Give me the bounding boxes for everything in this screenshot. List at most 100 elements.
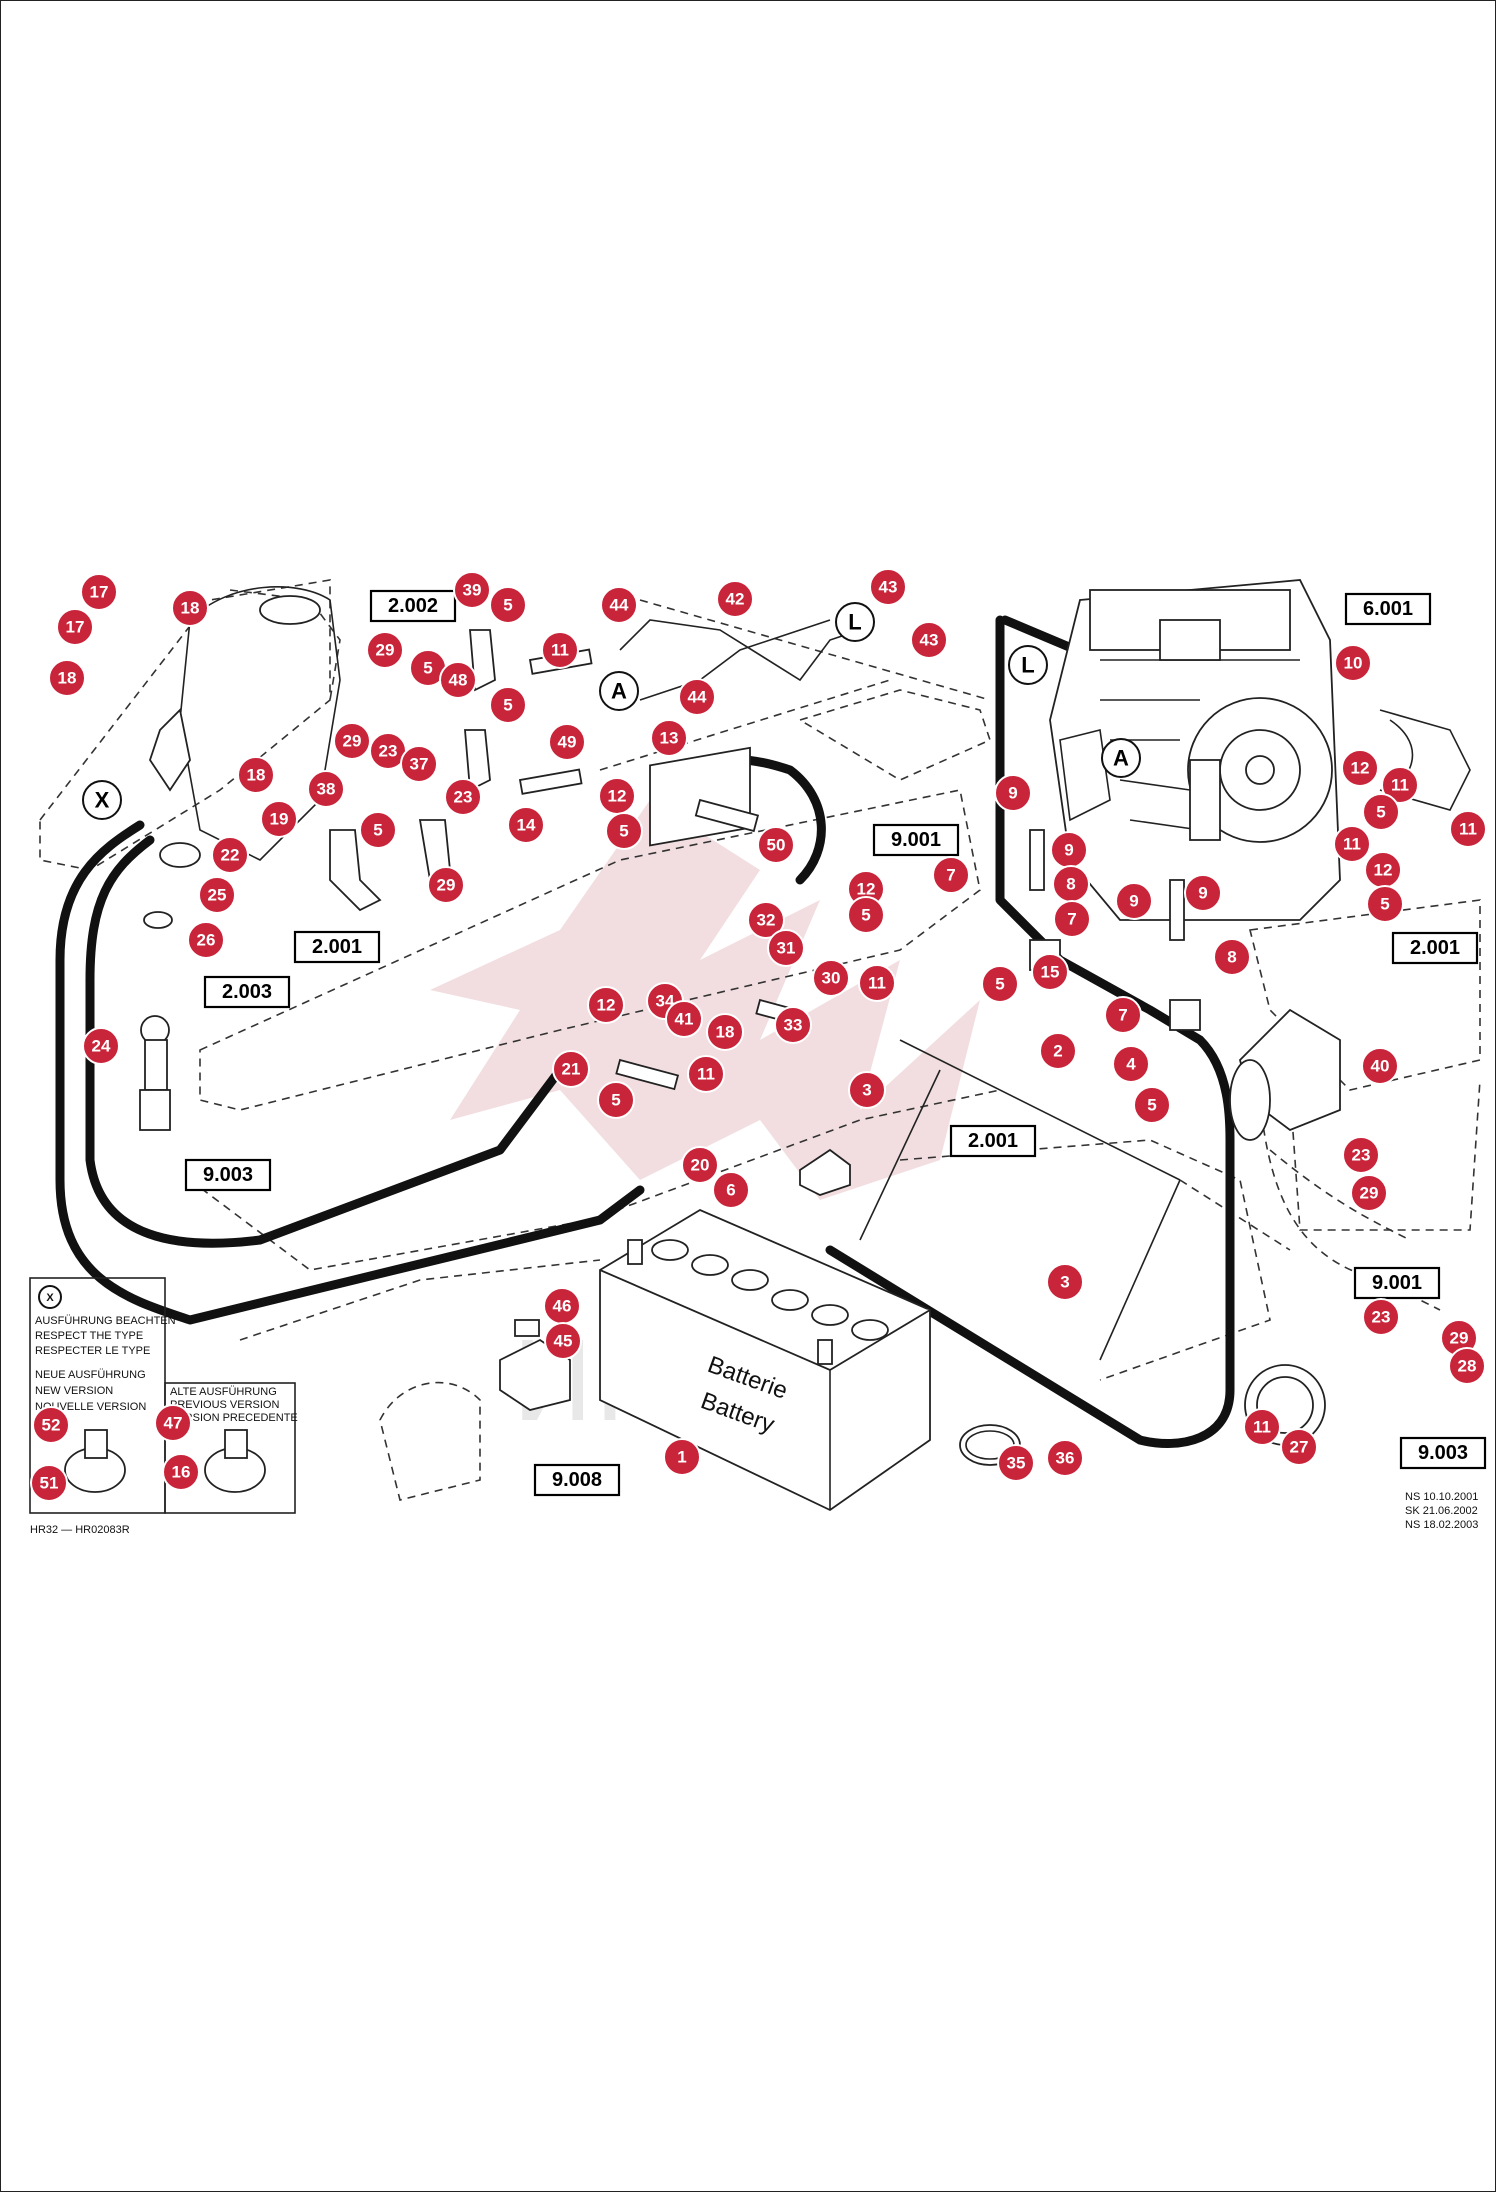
part-callout-circle[interactable] [600, 586, 638, 624]
part-callout[interactable]: 9 [994, 774, 1032, 812]
part-callout-circle[interactable] [1362, 1298, 1400, 1336]
part-callout[interactable]: 1 [663, 1438, 701, 1476]
part-callout-circle[interactable] [32, 1406, 70, 1444]
part-callout-circle[interactable] [1449, 810, 1487, 848]
part-callout[interactable]: 22 [211, 836, 249, 874]
part-callout[interactable]: 42 [716, 580, 754, 618]
part-callout-circle[interactable] [757, 826, 795, 864]
part-callout-circle[interactable] [1115, 882, 1153, 920]
part-callout-circle[interactable] [1362, 793, 1400, 831]
part-callout-circle[interactable] [366, 631, 404, 669]
part-callout[interactable]: 23 [444, 778, 482, 816]
part-callout[interactable]: 12 [1341, 749, 1379, 787]
part-callout-circle[interactable] [1112, 1045, 1150, 1083]
part-callout[interactable]: 49 [548, 723, 586, 761]
part-callout[interactable]: 11 [687, 1055, 725, 1093]
part-callout[interactable]: 43 [869, 568, 907, 606]
part-callout[interactable]: 6 [712, 1171, 750, 1209]
part-callout-circle[interactable] [997, 1444, 1035, 1482]
part-callout-circle[interactable] [427, 866, 465, 904]
part-callout[interactable]: 8 [1052, 865, 1090, 903]
part-callout[interactable]: 5 [359, 811, 397, 849]
part-callout[interactable]: 23 [1342, 1136, 1380, 1174]
part-callout-circle[interactable] [307, 770, 345, 808]
part-callout-circle[interactable] [162, 1453, 200, 1491]
part-callout-circle[interactable] [597, 1081, 635, 1119]
part-callout[interactable]: 37 [400, 745, 438, 783]
part-callout[interactable]: 27 [1280, 1428, 1318, 1466]
part-callout[interactable]: 10 [1334, 644, 1372, 682]
part-callout-circle[interactable] [774, 1006, 812, 1044]
part-callout-circle[interactable] [605, 812, 643, 850]
part-callout[interactable]: 9 [1050, 831, 1088, 869]
part-callout-circle[interactable] [981, 965, 1019, 1003]
part-callout[interactable]: 11 [1449, 810, 1487, 848]
part-callout[interactable]: 5 [1133, 1086, 1171, 1124]
part-callout[interactable]: 43 [910, 621, 948, 659]
part-callout-circle[interactable] [650, 719, 688, 757]
part-callout[interactable]: 25 [198, 876, 236, 914]
part-callout[interactable]: 11 [1381, 766, 1419, 804]
part-callout[interactable]: 13 [650, 719, 688, 757]
part-callout-circle[interactable] [1381, 766, 1419, 804]
part-callout-circle[interactable] [489, 586, 527, 624]
part-callout[interactable]: 4 [1112, 1045, 1150, 1083]
part-callout[interactable]: 29 [1350, 1174, 1388, 1212]
part-callout[interactable]: 7 [1104, 996, 1142, 1034]
part-callout[interactable]: 5 [847, 896, 885, 934]
part-callout-circle[interactable] [812, 959, 850, 997]
part-callout-circle[interactable] [687, 1055, 725, 1093]
part-callout-circle[interactable] [541, 631, 579, 669]
part-callout[interactable]: 18 [48, 659, 86, 697]
part-callout-circle[interactable] [665, 1000, 703, 1038]
part-callout-circle[interactable] [552, 1050, 590, 1088]
part-callout[interactable]: 36 [1046, 1439, 1084, 1477]
part-callout[interactable]: 23 [1362, 1298, 1400, 1336]
part-callout-circle[interactable] [1350, 1174, 1388, 1212]
part-callout-circle[interactable] [171, 589, 209, 627]
part-callout-circle[interactable] [260, 800, 298, 838]
part-callout[interactable]: 5 [605, 812, 643, 850]
part-callout-circle[interactable] [187, 921, 225, 959]
part-callout-circle[interactable] [678, 678, 716, 716]
part-callout-circle[interactable] [30, 1464, 68, 1502]
part-callout-circle[interactable] [237, 756, 275, 794]
part-callout-circle[interactable] [716, 580, 754, 618]
part-callout-circle[interactable] [400, 745, 438, 783]
part-callout[interactable]: 5 [489, 686, 527, 724]
part-callout-circle[interactable] [453, 571, 491, 609]
part-callout-circle[interactable] [1341, 749, 1379, 787]
part-callout[interactable]: 7 [932, 856, 970, 894]
part-callout[interactable]: 23 [369, 732, 407, 770]
part-callout[interactable]: 11 [541, 631, 579, 669]
part-callout[interactable]: 18 [237, 756, 275, 794]
part-callout[interactable]: 18 [171, 589, 209, 627]
part-callout-circle[interactable] [1366, 885, 1404, 923]
part-callout[interactable]: 50 [757, 826, 795, 864]
part-callout-circle[interactable] [444, 778, 482, 816]
part-callout[interactable]: 35 [997, 1444, 1035, 1482]
part-callout-circle[interactable] [507, 806, 545, 844]
part-callout-circle[interactable] [1104, 996, 1142, 1034]
part-callout-circle[interactable] [848, 1071, 886, 1109]
part-callout[interactable]: 29 [427, 866, 465, 904]
part-callout-circle[interactable] [1046, 1263, 1084, 1301]
part-callout-circle[interactable] [1334, 644, 1372, 682]
part-callout-circle[interactable] [1039, 1032, 1077, 1070]
part-callout-circle[interactable] [847, 896, 885, 934]
part-callout-circle[interactable] [747, 901, 785, 939]
part-callout-circle[interactable] [681, 1146, 719, 1184]
part-callout[interactable]: 9 [1115, 882, 1153, 920]
part-callout-circle[interactable] [1361, 1047, 1399, 1085]
part-callout[interactable]: 5 [1366, 885, 1404, 923]
part-callout-circle[interactable] [154, 1404, 192, 1442]
part-callout-circle[interactable] [359, 811, 397, 849]
part-callout-circle[interactable] [587, 986, 625, 1024]
part-callout[interactable]: 5 [981, 965, 1019, 1003]
part-callout-circle[interactable] [767, 929, 805, 967]
part-callout-circle[interactable] [1333, 825, 1371, 863]
part-callout[interactable]: 44 [600, 586, 638, 624]
part-callout-circle[interactable] [1280, 1428, 1318, 1466]
part-callout[interactable]: 24 [82, 1027, 120, 1065]
part-callout[interactable]: 12 [1364, 851, 1402, 889]
